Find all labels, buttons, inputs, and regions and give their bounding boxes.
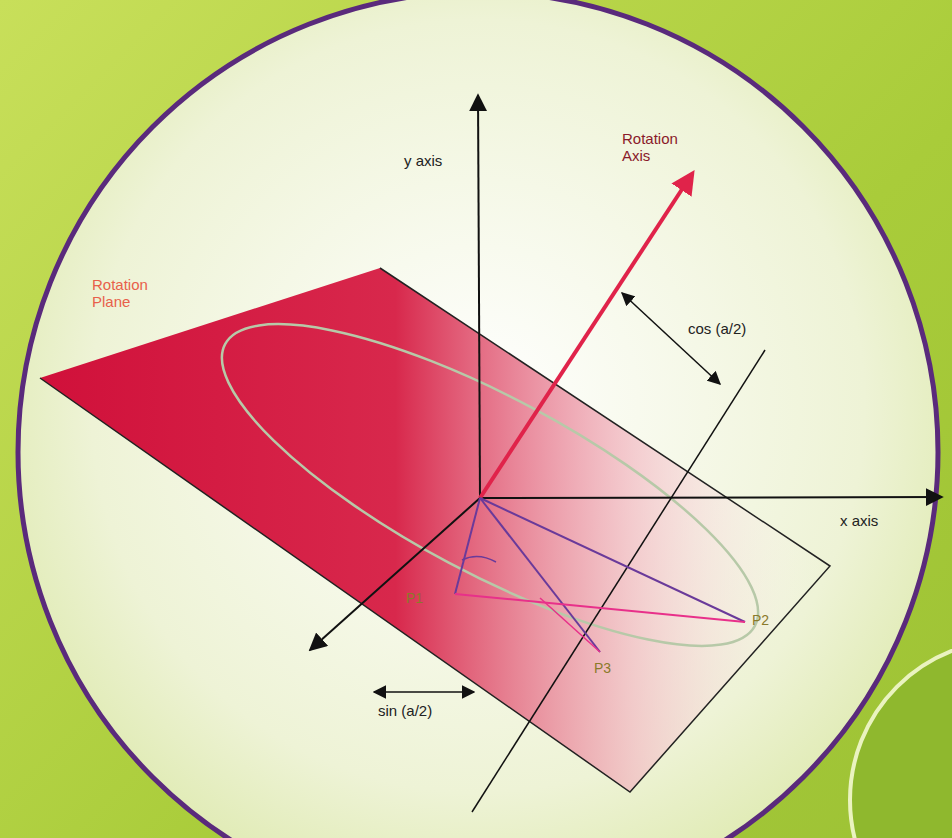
frame-circle [18,0,938,838]
vector-p1 [455,498,480,594]
angle-arc [462,556,496,562]
rotation-plane [40,268,830,792]
dimension-label: cos (a/2) [688,320,746,337]
projection-line [472,350,765,812]
plane-label: Rotation Plane [92,276,172,311]
sin-dimension [374,691,474,693]
rotation-axis [480,174,692,498]
vector-p2 [480,498,745,622]
vector-p3 [480,498,600,652]
z-axis [310,498,480,650]
cos-dimension [622,293,720,384]
axis-label: x axis [840,512,878,529]
axis-label: y axis [404,152,442,169]
point-label: P3 [594,660,611,676]
dimension-label: sin (a/2) [378,702,432,719]
chord [455,594,745,622]
point-label: P2 [752,612,769,628]
bisector [540,598,600,652]
x-axis [480,497,942,498]
axis-label: Rotation Axis [622,130,702,165]
y-axis [478,95,480,498]
plane-edge [40,268,830,792]
point-label: P1 [406,590,423,606]
